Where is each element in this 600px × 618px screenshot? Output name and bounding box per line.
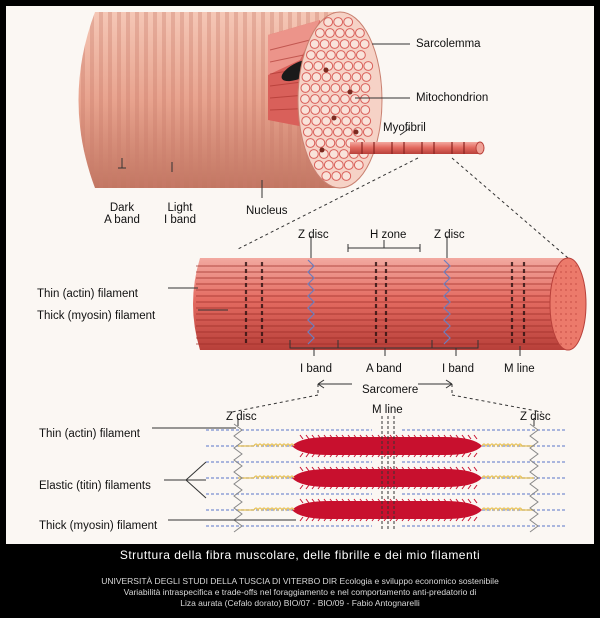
leader-lines-middle — [168, 236, 521, 389]
sarcomere-filaments — [206, 416, 566, 533]
credits: UNIVERSITÀ DEGLI STUDI DELLA TUSCIA DI V… — [0, 576, 600, 609]
figure-caption: Struttura della fibra muscolare, delle f… — [119, 548, 481, 562]
label-thick-filament-bottom: Thick (myosin) filament — [39, 520, 158, 532]
label-z-disc-bottom-right: Z disc — [520, 411, 551, 423]
label-a-band-mid: A band — [366, 363, 402, 375]
label-light: Light — [167, 202, 193, 214]
diagram-panel: Sarcolemma Mitochondrion Myofibril Dark … — [6, 6, 594, 544]
label-sarcolemma: Sarcolemma — [416, 38, 481, 50]
label-mitochondrion: Mitochondrion — [416, 92, 489, 104]
muscle-fiber — [78, 11, 485, 189]
label-elastic-filaments: Elastic (titin) filaments — [39, 480, 151, 492]
label-m-line-mid: M line — [504, 363, 535, 375]
leader-lines-top — [118, 43, 411, 198]
label-a-band: A band — [104, 214, 140, 226]
credits-line-3: Liza aurata (Cefalo dorato) BIO/07 - BIO… — [180, 598, 420, 608]
myofibril-ends — [300, 17, 374, 181]
zoom-lines-upper — [235, 157, 569, 259]
myofibril-segment — [193, 257, 587, 351]
label-z-disc-right: Z disc — [434, 229, 465, 241]
label-h-zone: H zone — [370, 229, 407, 241]
label-z-disc-left: Z disc — [298, 229, 329, 241]
label-dark: Dark — [109, 202, 135, 214]
credits-line-1: UNIVERSITÀ DEGLI STUDI DELLA TUSCIA DI V… — [101, 576, 499, 586]
label-sarcomere: Sarcomere — [362, 384, 419, 396]
label-m-line-bottom: M line — [372, 404, 403, 416]
label-thick-filament-mid: Thick (myosin) filament — [37, 310, 156, 322]
label-i-band-right: I band — [442, 363, 474, 375]
muscle-structure-diagram — [78, 11, 587, 533]
leader-lines-bottom — [152, 418, 535, 521]
label-thin-filament-mid: Thin (actin) filament — [37, 288, 138, 300]
myofibril-rod — [350, 142, 480, 154]
zoom-lines-lower — [231, 384, 543, 413]
label-myofibril: Myofibril — [383, 122, 426, 134]
label-thin-filament-bottom: Thin (actin) filament — [39, 428, 140, 440]
label-z-disc-bottom-left: Z disc — [226, 411, 257, 423]
label-nucleus: Nucleus — [246, 205, 288, 217]
label-i-band: I band — [164, 214, 196, 226]
credits-line-2: Variabilità intraspecifica e trade-offs … — [123, 587, 477, 597]
label-i-band-left: I band — [300, 363, 332, 375]
